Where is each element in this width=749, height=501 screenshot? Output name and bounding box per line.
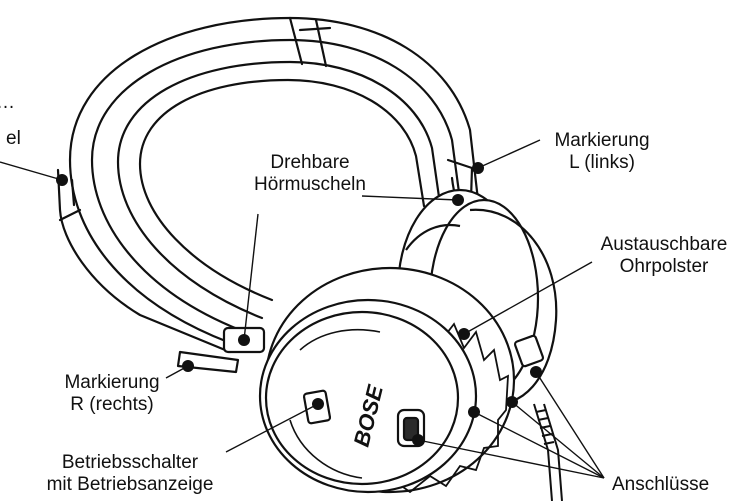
label-markierung-r: Markierung R (rechts) <box>54 372 170 416</box>
label-drehbare-line2: Hörmuscheln <box>254 174 366 195</box>
label-austauschbare-line2: Ohrpolster <box>619 256 709 277</box>
label-markierung-l-line2: L (links) <box>569 152 635 173</box>
label-austauschbare-ohrpolster: Austauschbare Ohrpolster <box>582 234 746 278</box>
label-anschluesse: Anschlüsse <box>612 474 710 495</box>
cable <box>533 403 563 501</box>
cut-label-bottom: el <box>6 128 21 149</box>
leader-lines <box>0 139 605 479</box>
right-ear-plate <box>264 310 460 486</box>
label-drehbare-line1: Drehbare <box>270 152 350 173</box>
label-betriebsschalter-line1: Betriebsschalter <box>61 452 199 473</box>
label-betriebsschalter-line2: mit Betriebsanzeige <box>46 474 214 495</box>
label-markierung-l: Markierung L (links) <box>544 130 660 174</box>
cut-label-top: … <box>0 92 15 114</box>
label-drehbare-hoermuscheln: Drehbare Hörmuscheln <box>248 152 372 196</box>
label-markierung-r-line2: R (rechts) <box>70 394 154 415</box>
label-betriebsschalter: Betriebsschalter mit Betriebsanzeige <box>24 452 236 496</box>
label-markierung-l-line1: Markierung <box>554 130 650 151</box>
headband <box>56 16 480 374</box>
label-austauschbare-line1: Austauschbare <box>600 234 728 255</box>
callout-dots <box>56 162 542 446</box>
label-markierung-r-line1: Markierung <box>64 372 160 393</box>
